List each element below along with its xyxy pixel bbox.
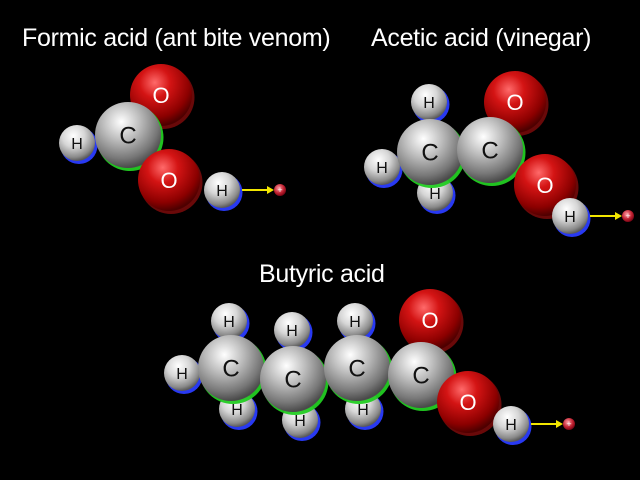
hydrogen-atom: H bbox=[211, 303, 250, 342]
hydrogen-atom: H bbox=[552, 198, 591, 237]
oxygen-atom: O bbox=[437, 371, 502, 436]
carbon-atom: C bbox=[457, 117, 526, 186]
carbon-atom: C bbox=[324, 335, 393, 404]
oxygen-atom: O bbox=[399, 289, 464, 354]
svg-text:C: C bbox=[284, 367, 301, 394]
svg-text:+: + bbox=[277, 185, 282, 195]
svg-text:H: H bbox=[505, 417, 517, 434]
hydrogen-atom: H bbox=[337, 303, 376, 342]
svg-text:C: C bbox=[421, 140, 438, 167]
svg-text:C: C bbox=[481, 138, 498, 165]
hydrogen-atom: H bbox=[164, 355, 203, 394]
svg-text:C: C bbox=[119, 123, 136, 150]
proton-icon: + bbox=[274, 184, 286, 196]
svg-text:H: H bbox=[294, 413, 306, 430]
proton-release-arrow bbox=[242, 186, 274, 194]
svg-text:H: H bbox=[423, 95, 435, 112]
oxygen-atom: O bbox=[138, 149, 203, 214]
proton-icon: + bbox=[622, 210, 634, 222]
hydrogen-atom: H bbox=[204, 172, 243, 211]
svg-text:O: O bbox=[459, 390, 476, 415]
hydrogen-atom: H bbox=[493, 406, 532, 445]
proton-release-arrow bbox=[590, 212, 622, 220]
svg-text:H: H bbox=[376, 160, 388, 177]
hydrogen-atom: H bbox=[274, 312, 313, 351]
svg-text:H: H bbox=[429, 186, 441, 203]
formic-acid-title: Formic acid (ant bite venom) bbox=[22, 24, 331, 52]
svg-text:+: + bbox=[566, 419, 571, 429]
svg-text:C: C bbox=[348, 356, 365, 383]
svg-text:H: H bbox=[216, 183, 228, 200]
proton-icon: + bbox=[563, 418, 575, 430]
svg-text:H: H bbox=[286, 323, 298, 340]
svg-text:O: O bbox=[152, 83, 169, 108]
svg-text:O: O bbox=[160, 168, 177, 193]
butyric-acid-title: Butyric acid bbox=[259, 260, 385, 288]
hydrogen-atom: H bbox=[411, 84, 450, 123]
butyric-acid-molecule: H H H O H H H H C C C C O H + bbox=[164, 289, 575, 445]
svg-text:H: H bbox=[349, 314, 361, 331]
svg-text:O: O bbox=[536, 173, 553, 198]
hydrogen-atom: H bbox=[59, 125, 98, 164]
carbon-atom: C bbox=[95, 102, 164, 171]
svg-text:C: C bbox=[412, 363, 429, 390]
hydrogen-atom: H bbox=[364, 149, 403, 188]
carbon-atom: C bbox=[198, 335, 267, 404]
svg-text:H: H bbox=[71, 136, 83, 153]
formic-acid-molecule: O H CO H + bbox=[59, 64, 286, 214]
carbon-atom: C bbox=[397, 119, 466, 188]
proton-release-arrow bbox=[531, 420, 563, 428]
svg-text:O: O bbox=[421, 308, 438, 333]
svg-text:H: H bbox=[564, 209, 576, 226]
carbon-atom: C bbox=[260, 346, 329, 415]
svg-text:+: + bbox=[625, 211, 630, 221]
svg-text:H: H bbox=[231, 402, 243, 419]
svg-text:H: H bbox=[176, 366, 188, 383]
acetic-acid-title: Acetic acid (vinegar) bbox=[371, 24, 592, 52]
svg-text:H: H bbox=[223, 314, 235, 331]
svg-text:C: C bbox=[222, 356, 239, 383]
carbon-atom: C bbox=[388, 342, 457, 411]
svg-text:O: O bbox=[506, 90, 523, 115]
svg-text:H: H bbox=[357, 402, 369, 419]
